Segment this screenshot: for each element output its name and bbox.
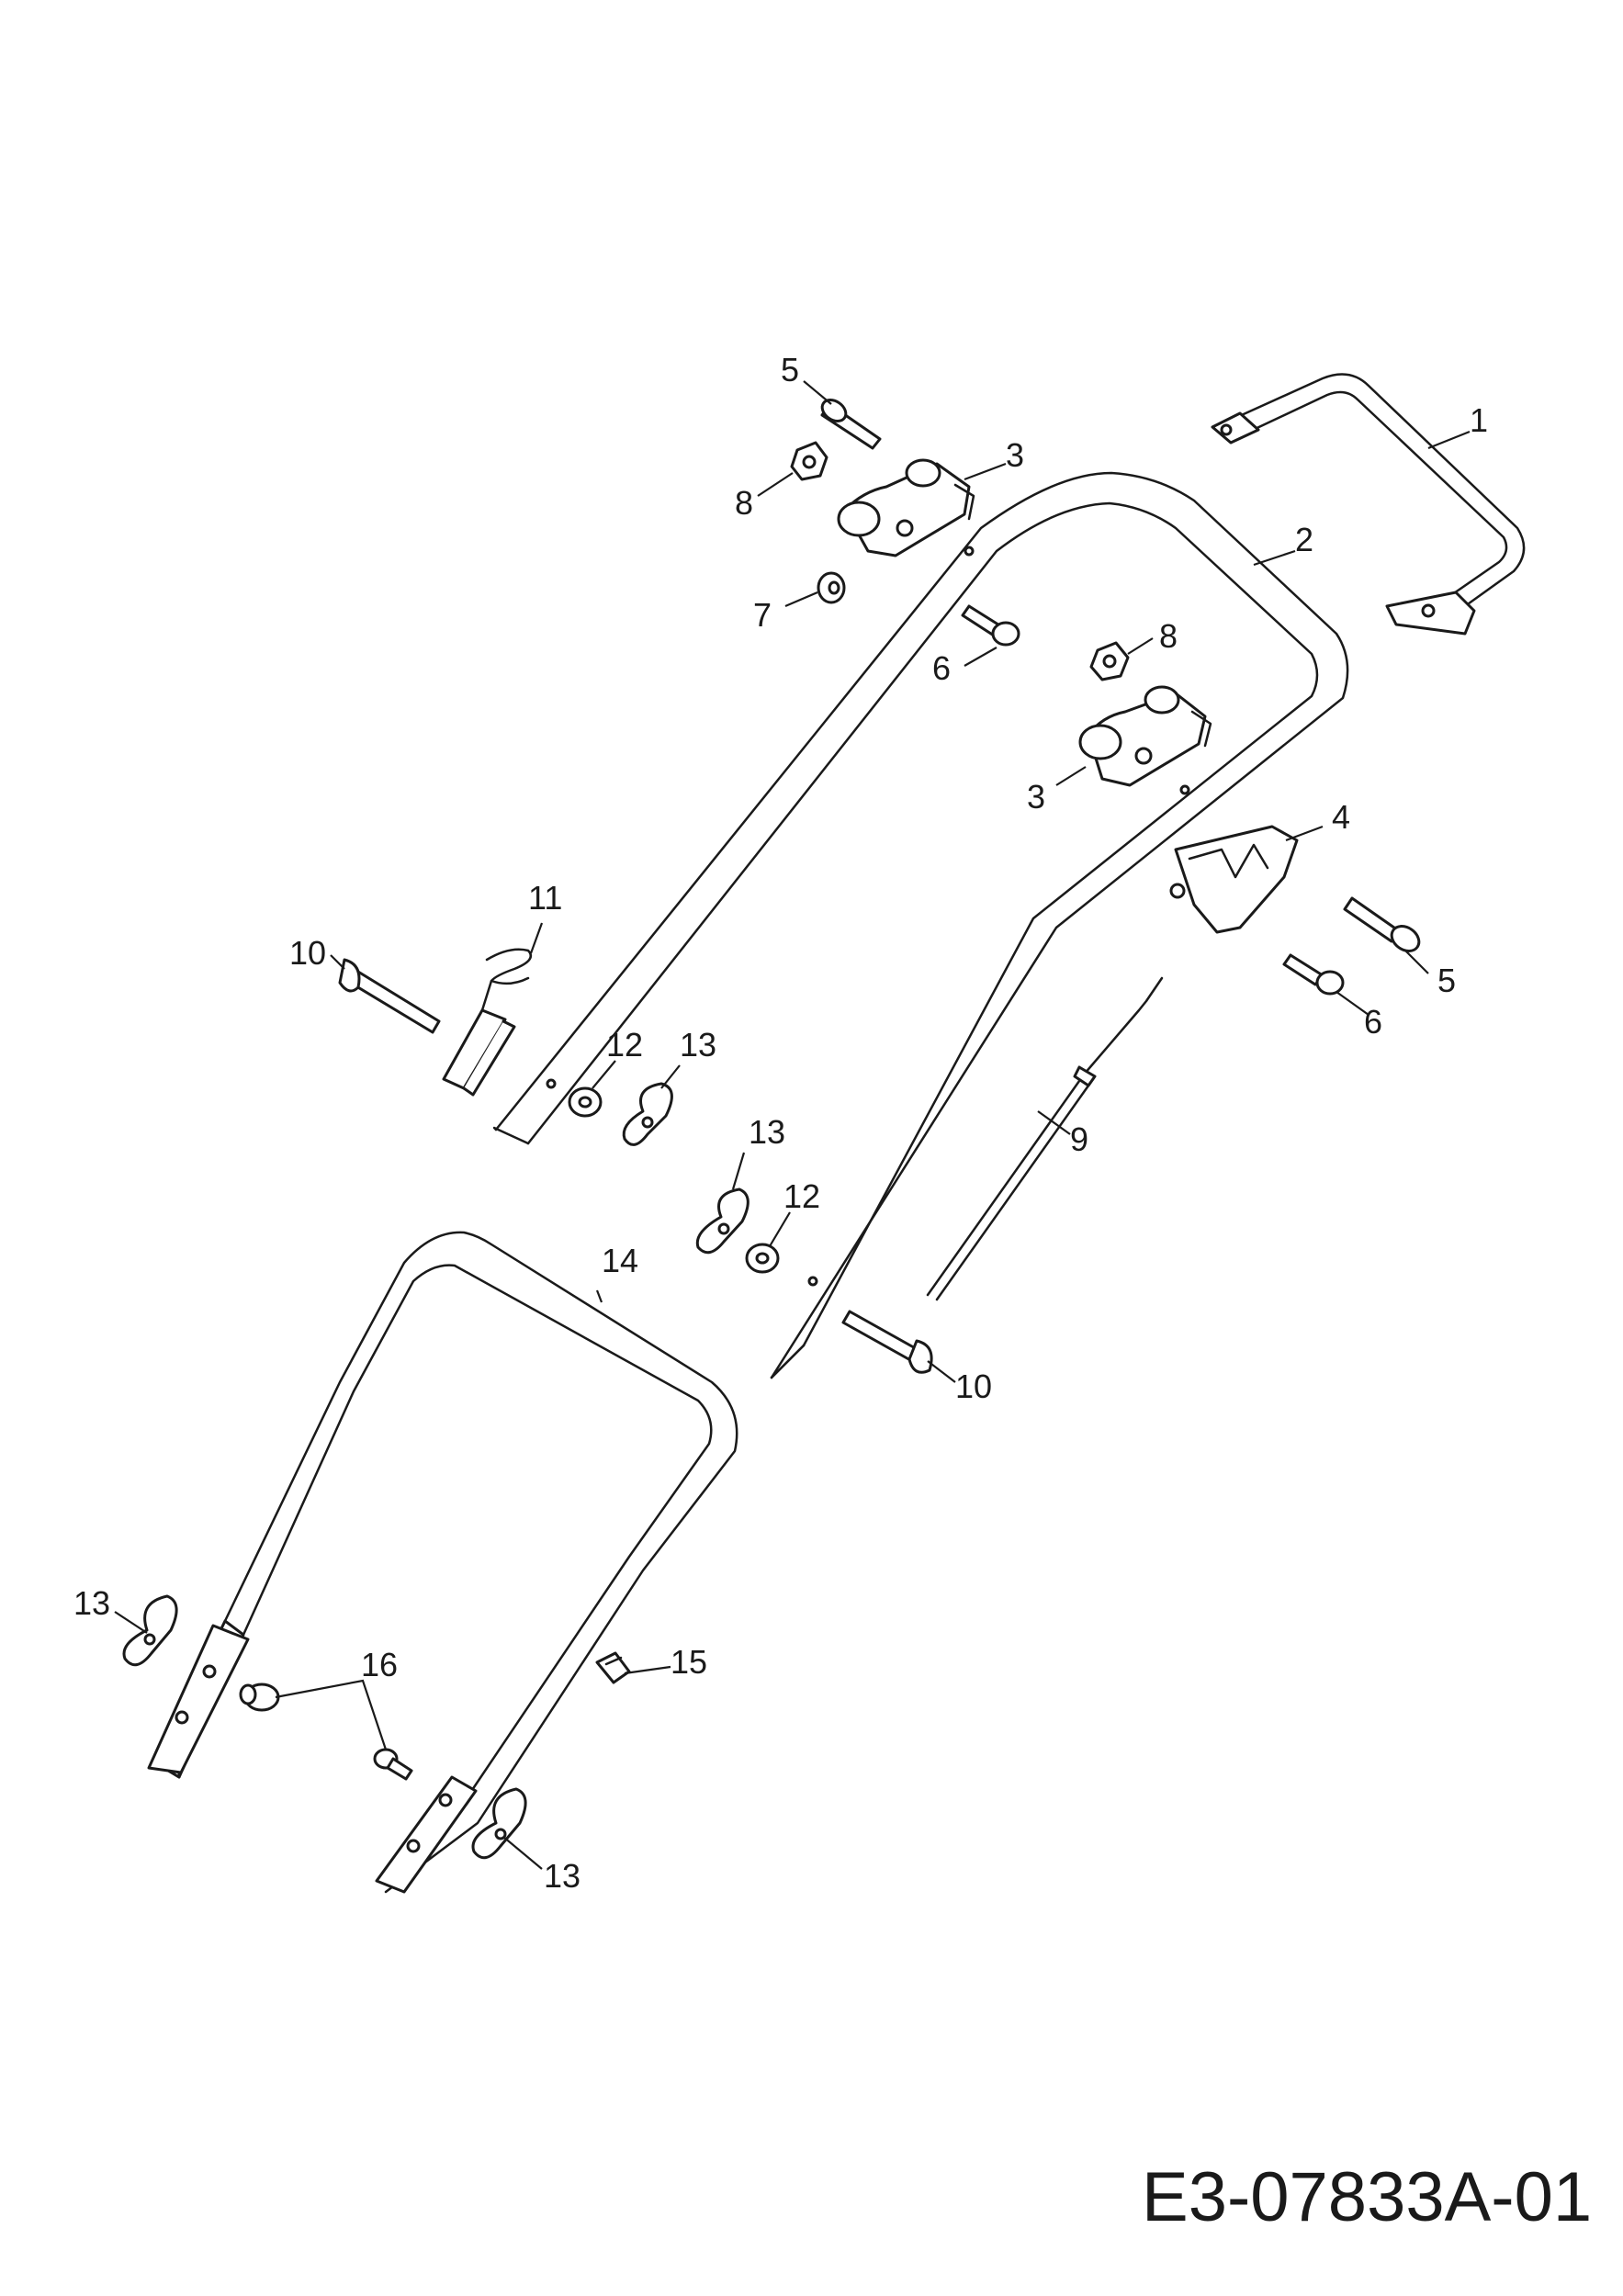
- callout-13-c: 13: [73, 1584, 110, 1622]
- callout-10-lower: 10: [955, 1367, 992, 1405]
- screw-part-6-upper: [961, 604, 1020, 647]
- callout-12-lower: 12: [783, 1177, 820, 1215]
- callout-4: 4: [1332, 798, 1350, 836]
- callout-1: 1: [1470, 401, 1488, 439]
- clamp-bracket-part-3-upper: [837, 458, 975, 557]
- screw-part-16: [373, 1748, 413, 1781]
- lower-handle-part-14: [147, 1231, 738, 1894]
- wing-nut-part-13-c: [122, 1594, 178, 1667]
- callout-13-a: 13: [680, 1026, 716, 1064]
- drawing-code: E3-07833A-01: [1142, 2158, 1592, 2236]
- callout-5-lower: 5: [1437, 962, 1456, 999]
- spring-lever-part-11: [442, 948, 533, 1097]
- callout-11: 11: [528, 879, 562, 917]
- callout-3-upper: 3: [1006, 436, 1024, 474]
- bolt-part-5-upper: [820, 399, 882, 450]
- washer-part-12-upper: [568, 1086, 603, 1118]
- hex-nut-part-8-lower: [1089, 641, 1130, 681]
- long-bolt-part-10-upper: [338, 958, 441, 1034]
- hex-nut-part-8-upper: [790, 441, 828, 481]
- spacer-part-7: [817, 571, 846, 604]
- callout-2: 2: [1295, 521, 1313, 558]
- clip-part-15: [595, 1651, 631, 1684]
- cable-guide-part-4: [1169, 825, 1299, 934]
- callout-9: 9: [1070, 1120, 1088, 1158]
- callout-labels: 1 2 3 3 4 5 5 6 6 7 8 8 9 10 10 11 12 12…: [73, 351, 1488, 1895]
- callout-13-b: 13: [749, 1113, 785, 1151]
- callout-5-upper: 5: [781, 351, 799, 388]
- leader-lines: [114, 380, 1471, 1870]
- callout-8-upper: 8: [735, 484, 753, 522]
- callout-13-d: 13: [544, 1857, 580, 1895]
- wing-nut-part-13-a: [622, 1082, 673, 1146]
- wing-nut-part-13-d: [471, 1787, 527, 1860]
- callout-7: 7: [753, 596, 772, 634]
- callout-16: 16: [361, 1646, 398, 1683]
- wing-nut-part-13-b: [695, 1187, 750, 1255]
- control-bar-part-1: [1211, 373, 1526, 636]
- callout-3-lower: 3: [1027, 778, 1045, 816]
- callout-12-upper: 12: [606, 1026, 643, 1064]
- callout-8-lower: 8: [1159, 617, 1178, 655]
- screw-part-6-lower: [1282, 953, 1345, 996]
- callout-6-upper: 6: [932, 649, 951, 687]
- callout-15: 15: [671, 1643, 707, 1681]
- callout-14: 14: [602, 1242, 638, 1279]
- plug-part-16: [239, 1683, 280, 1712]
- washer-part-12-lower: [745, 1243, 780, 1274]
- callout-6-lower: 6: [1364, 1003, 1382, 1041]
- clamp-bracket-part-3-lower: [1078, 685, 1212, 787]
- cable-part-9: [926, 976, 1164, 1301]
- bolt-part-5-lower: [1343, 896, 1421, 952]
- upper-handle-part-2: [492, 471, 1349, 1379]
- callout-10-upper: 10: [289, 934, 326, 972]
- long-bolt-part-10-lower: [841, 1310, 933, 1374]
